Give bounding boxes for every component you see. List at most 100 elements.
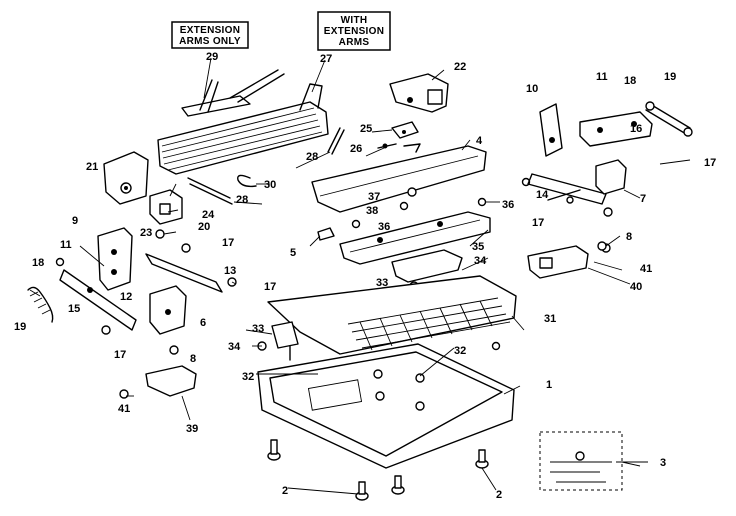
callout-extension-only-line2: ARMS ONLY bbox=[179, 36, 241, 47]
label-21: 21 bbox=[86, 161, 98, 173]
label-16: 16 bbox=[630, 123, 642, 135]
screws bbox=[55, 177, 613, 399]
label-29: 29 bbox=[206, 51, 218, 63]
clip-5 bbox=[317, 227, 335, 241]
label-18-left: 18 bbox=[32, 257, 44, 269]
label-41-left: 41 bbox=[118, 403, 130, 415]
bracket-20 bbox=[149, 189, 183, 225]
label-11-left: 11 bbox=[60, 239, 72, 251]
label-7: 7 bbox=[640, 193, 646, 205]
paper-support-rack bbox=[157, 69, 329, 175]
label-33-b: 33 bbox=[252, 323, 264, 335]
label-10: 10 bbox=[526, 83, 538, 95]
lever-15 bbox=[59, 269, 137, 331]
label-25: 25 bbox=[360, 123, 372, 135]
spring-19-left bbox=[27, 286, 54, 323]
label-8-left: 8 bbox=[190, 353, 196, 365]
label-32-left: 32 bbox=[242, 371, 254, 383]
leader-lines bbox=[29, 129, 691, 495]
label-17-b: 17 bbox=[264, 281, 276, 293]
top-cover-4 bbox=[311, 145, 487, 213]
label-34-b: 34 bbox=[228, 341, 241, 353]
bracket-9 bbox=[97, 227, 133, 291]
label-2-left: 2 bbox=[282, 485, 288, 497]
label-36-a: 36 bbox=[378, 221, 390, 233]
part-labels: 29 27 22 25 26 4 28 30 28 21 24 20 23 17… bbox=[14, 51, 716, 501]
hook-30 bbox=[237, 174, 257, 188]
label-11-right: 11 bbox=[596, 71, 608, 83]
label-8-right: 8 bbox=[626, 231, 632, 243]
label-17-a: 17 bbox=[222, 237, 234, 249]
label-9: 9 bbox=[72, 215, 78, 227]
side-bracket-21 bbox=[103, 151, 149, 205]
label-27: 27 bbox=[320, 53, 332, 65]
guide-panel-35 bbox=[339, 211, 491, 265]
label-22: 22 bbox=[454, 61, 466, 73]
label-4: 4 bbox=[476, 135, 483, 147]
label-14: 14 bbox=[536, 189, 549, 201]
block-39 bbox=[145, 365, 197, 397]
label-28-right: 28 bbox=[306, 151, 318, 163]
label-18-right: 18 bbox=[624, 75, 636, 87]
spring-19-right bbox=[645, 101, 693, 137]
label-23: 23 bbox=[140, 227, 152, 239]
foot-2-d bbox=[475, 449, 489, 469]
spring-26 bbox=[377, 143, 421, 153]
keyboard-frame-31 bbox=[267, 275, 517, 355]
label-5: 5 bbox=[290, 247, 296, 259]
callout-with-line1: WITH bbox=[341, 15, 368, 26]
label-6: 6 bbox=[200, 317, 206, 329]
lever-14 bbox=[527, 173, 607, 205]
label-37: 37 bbox=[368, 191, 380, 203]
keyboard-keys bbox=[347, 297, 511, 351]
label-28-left: 28 bbox=[236, 194, 248, 206]
plate-16 bbox=[579, 111, 653, 147]
foot-2-b bbox=[355, 481, 369, 501]
label-36-b: 36 bbox=[502, 199, 514, 211]
label-32-right: 32 bbox=[454, 345, 466, 357]
pin-28 bbox=[327, 127, 345, 155]
rod-28 bbox=[187, 177, 233, 205]
foot-2-a bbox=[267, 439, 281, 461]
label-39: 39 bbox=[186, 423, 198, 435]
label-15: 15 bbox=[68, 303, 80, 315]
label-24: 24 bbox=[202, 209, 215, 221]
label-1: 1 bbox=[546, 379, 552, 391]
bracket-7 bbox=[595, 159, 627, 195]
label-17-e: 17 bbox=[532, 217, 544, 229]
callout-with-extension-arms: WITH EXTENSION ARMS bbox=[317, 11, 391, 51]
label-40: 40 bbox=[630, 281, 642, 293]
bracket-33 bbox=[271, 321, 299, 361]
base-pan-1 bbox=[257, 343, 515, 469]
label-2-right: 2 bbox=[496, 489, 502, 501]
label-30: 30 bbox=[264, 179, 276, 191]
bracket-22 bbox=[389, 73, 449, 113]
label-41-right: 41 bbox=[640, 263, 652, 275]
callout-with-line3: ARMS bbox=[339, 37, 370, 48]
inset-3 bbox=[539, 431, 623, 491]
callout-extension-only-line1: EXTENSION bbox=[180, 25, 241, 36]
callout-with-line2: EXTENSION bbox=[324, 26, 385, 37]
label-31: 31 bbox=[544, 313, 556, 325]
clip-25 bbox=[391, 121, 419, 139]
label-19-right: 19 bbox=[664, 71, 676, 83]
label-17-c: 17 bbox=[114, 349, 126, 361]
label-13: 13 bbox=[224, 265, 236, 277]
label-35: 35 bbox=[472, 241, 484, 253]
lever-10 bbox=[539, 103, 563, 157]
bracket-40 bbox=[527, 241, 607, 279]
label-34-a: 34 bbox=[474, 255, 487, 267]
label-12: 12 bbox=[120, 291, 132, 303]
label-3: 3 bbox=[660, 457, 666, 469]
label-33-a: 33 bbox=[376, 277, 388, 289]
label-17-d: 17 bbox=[704, 157, 716, 169]
callout-extension-arms-only: EXTENSION ARMS ONLY bbox=[171, 21, 249, 49]
label-19-left: 19 bbox=[14, 321, 26, 333]
label-26: 26 bbox=[350, 143, 362, 155]
bracket-6 bbox=[149, 285, 187, 335]
foot-2-c bbox=[391, 475, 405, 495]
label-20: 20 bbox=[198, 221, 210, 233]
lever-13 bbox=[145, 253, 223, 293]
label-38: 38 bbox=[366, 205, 378, 217]
